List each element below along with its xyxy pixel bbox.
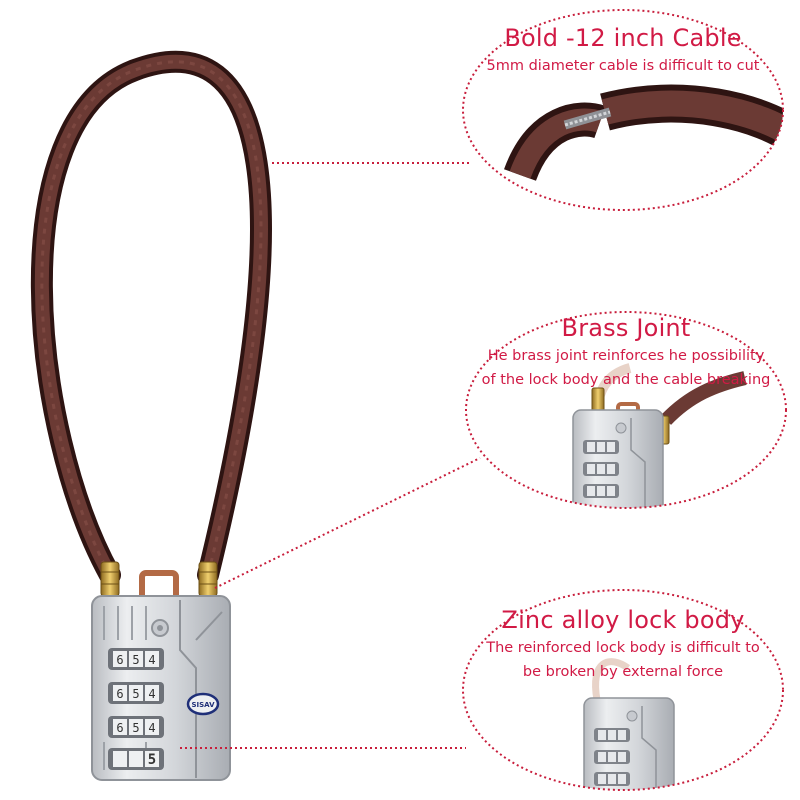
- callout-cable: [462, 9, 784, 211]
- brass-joint-left: [100, 561, 120, 597]
- brass-joint-right: [198, 561, 218, 597]
- callout-description: The reinforced lock body is difficult to: [486, 640, 760, 656]
- svg-text:SISAV: SISAV: [191, 701, 215, 709]
- callout-body-text: Zinc alloy lock body The reinforced lock…: [465, 606, 781, 684]
- combination-dials: 6 5 4 6 5 4 6 5 4 5: [108, 648, 164, 770]
- dial-digit[interactable]: 6: [116, 687, 123, 701]
- callout-description: be broken by external force: [522, 664, 724, 680]
- leader-line-brass: [214, 457, 481, 589]
- callout-description: of the lock body and the cable breaking: [481, 372, 771, 388]
- dial-digit[interactable]: 5: [132, 653, 139, 667]
- dial-digit[interactable]: 4: [148, 721, 155, 735]
- dial-digit[interactable]: 5: [132, 687, 139, 701]
- callout-brass-joint: [465, 311, 787, 509]
- callout-brass-text: Brass Joint He brass joint reinforces he…: [468, 314, 784, 392]
- dial-digit[interactable]: 6: [116, 721, 123, 735]
- callout-description: He brass joint reinforces he possibility: [487, 348, 765, 364]
- dial-digit[interactable]: 5: [132, 721, 139, 735]
- callout-description: 5mm diameter cable is difficult to cut: [486, 58, 760, 74]
- callout-lock-body: [462, 589, 784, 791]
- callout-title: Bold -12 inch Cable: [504, 24, 742, 52]
- dial-digit[interactable]: 4: [148, 653, 155, 667]
- brand-logo: SISAV: [186, 692, 220, 716]
- callout-title: Zinc alloy lock body: [501, 606, 745, 634]
- cable-loop: [30, 50, 272, 586]
- dial-digit[interactable]: 6: [116, 653, 123, 667]
- callout-cable-text: Bold -12 inch Cable 5mm diameter cable i…: [465, 24, 781, 78]
- dial-digit[interactable]: 4: [148, 687, 155, 701]
- callout-title: Brass Joint: [561, 314, 691, 342]
- dial-digit[interactable]: 5: [148, 752, 156, 768]
